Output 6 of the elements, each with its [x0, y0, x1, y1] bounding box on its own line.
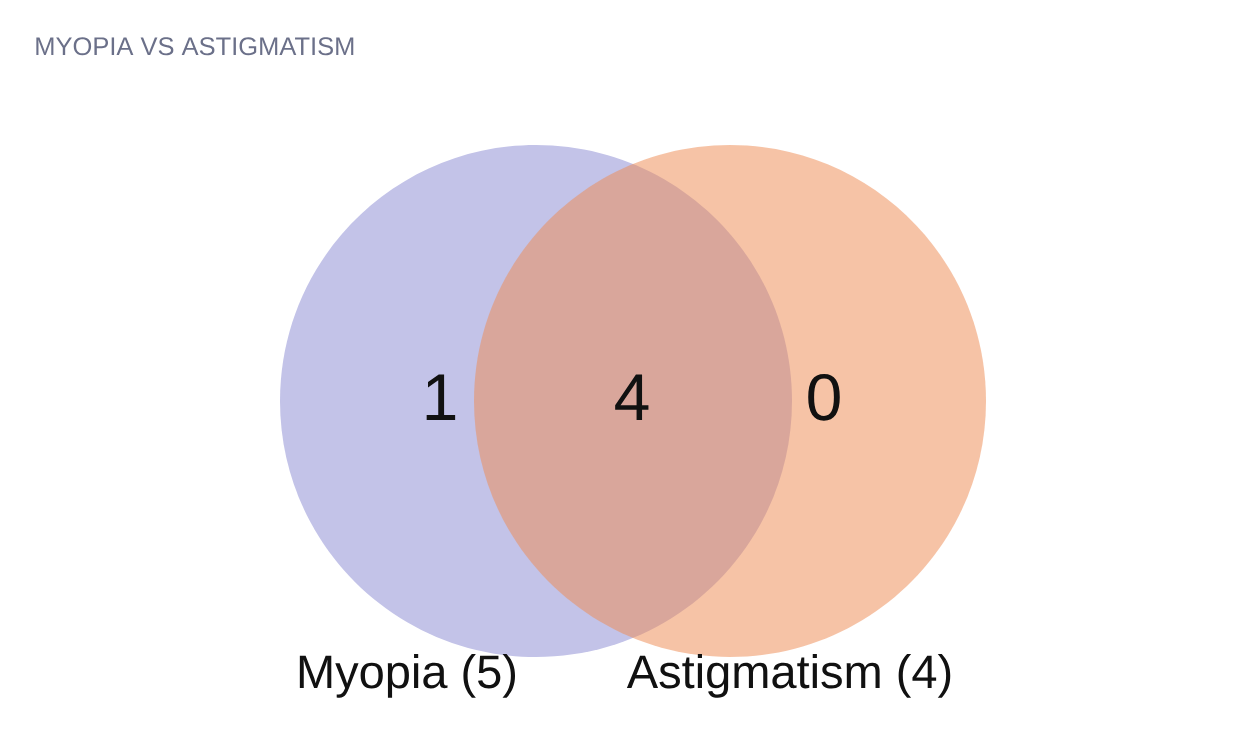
- chart-title: MYOPIA VS ASTIGMATISM: [36, 37, 354, 56]
- set-label: Myopia (5): [299, 653, 515, 698]
- set-label: Astigmatism (4): [626, 653, 951, 698]
- region-count: 0: [808, 373, 840, 421]
- region-count: 1: [426, 374, 456, 420]
- region-count: 4: [615, 374, 649, 420]
